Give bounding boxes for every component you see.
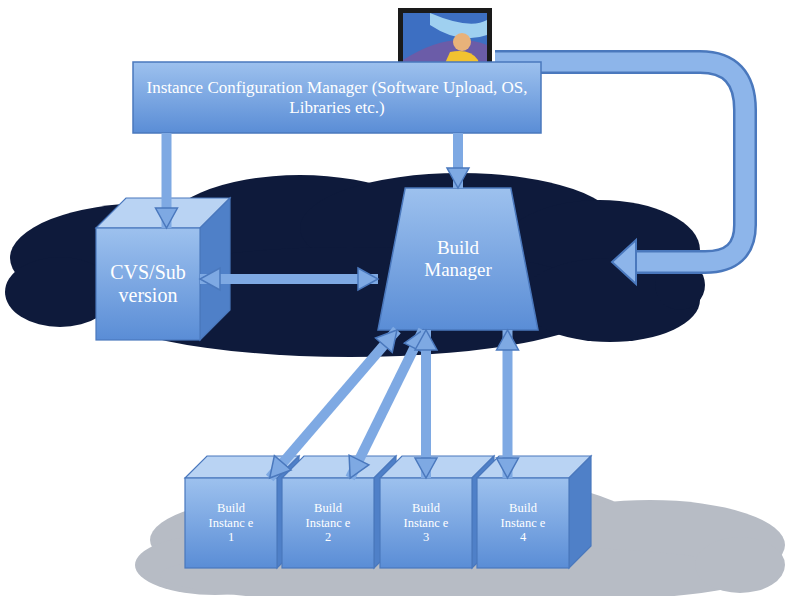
build-instance-cube: Build Instanc e 3 (380, 478, 472, 568)
node-label: Build Instanc e 4 (499, 501, 547, 544)
config-manager-box: Instance Configuration Manager (Software… (133, 62, 541, 133)
build-instance-cube: Build Instanc e 4 (477, 478, 569, 568)
block-arrow (270, 330, 397, 478)
node-label: Build Instanc e 2 (304, 501, 352, 544)
block-arrow (453, 133, 463, 188)
repository-cube: CVS/Sub version (96, 228, 200, 340)
grey-cloud (135, 478, 785, 596)
node-label: Build Instanc e 3 (402, 501, 450, 544)
block-arrow (350, 330, 423, 478)
block-arrow (200, 274, 378, 284)
node-label: Build Instanc e 1 (207, 501, 255, 544)
build-manager-box: Build Manager (378, 188, 538, 330)
build-instance-cube: Build Instanc e 2 (282, 478, 374, 568)
node-label: Instance Configuration Manager (Software… (142, 78, 532, 117)
navy-cloud (5, 173, 705, 357)
block-arrow (421, 330, 431, 478)
build-instance-cube: Build Instanc e 1 (185, 478, 277, 568)
block-arrow (162, 133, 172, 228)
block-arrow (503, 330, 513, 478)
node-label: Build Manager (411, 237, 506, 281)
node-label: CVS/Sub version (103, 261, 193, 307)
